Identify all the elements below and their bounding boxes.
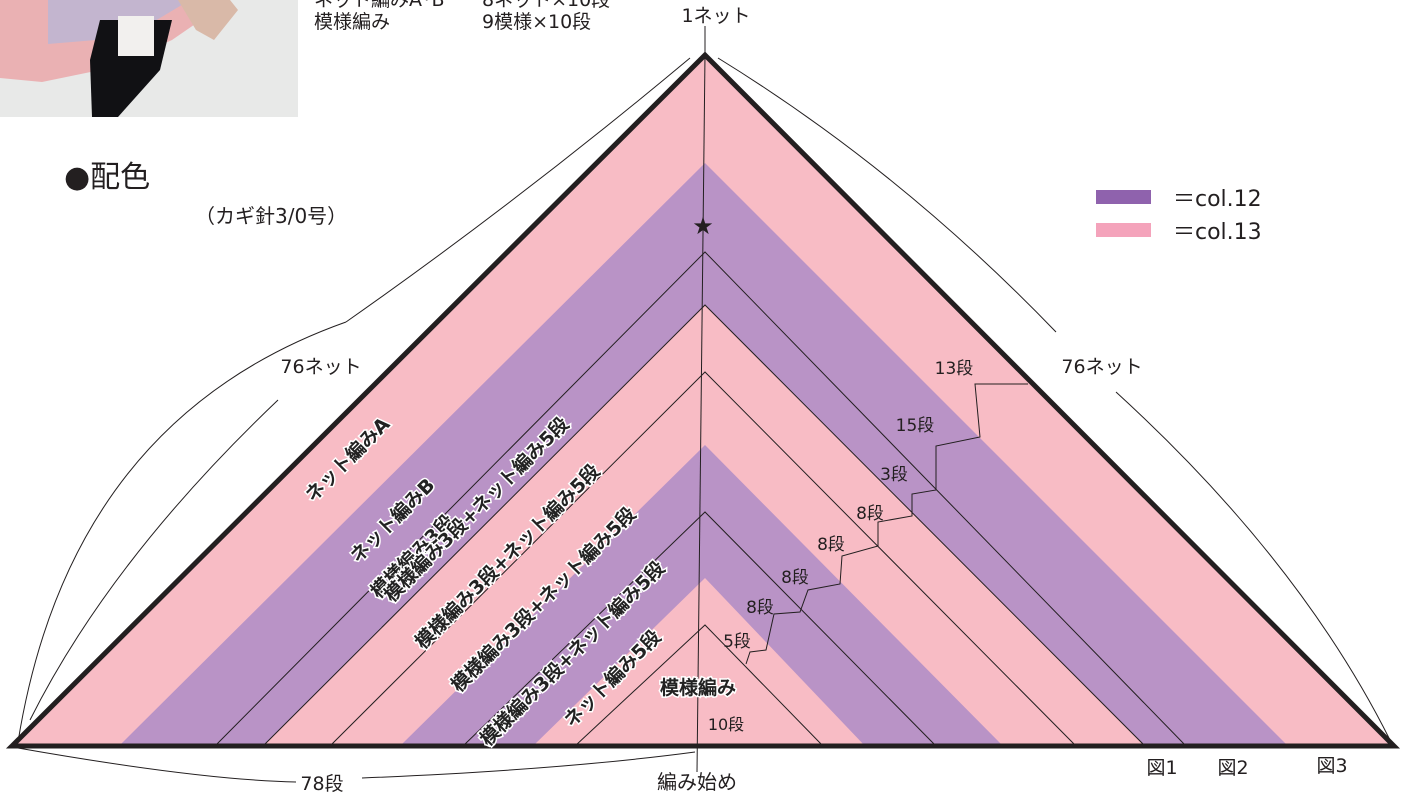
row-count-label: 5段	[723, 632, 751, 652]
legend-label: ＝col.13	[1173, 219, 1262, 245]
gauge-label: 模様編み	[314, 11, 391, 33]
left-arc-upper	[345, 57, 691, 323]
figure-label: 図3	[1316, 755, 1347, 777]
bottom-arc-left	[17, 747, 297, 783]
figure-label: 図1	[1146, 757, 1177, 779]
row-count-label: 8段	[746, 598, 774, 618]
right-side-label: 76ネット	[1061, 356, 1142, 378]
band-pink-4	[575, 625, 823, 746]
legend-item: ＝col.13	[1096, 213, 1262, 246]
left-arc	[17, 321, 347, 743]
figure-labels: 図1 図2 図3	[1146, 755, 1347, 779]
row-count-label: 3段	[880, 465, 908, 485]
gauge-label: ネット編みA･B	[314, 0, 445, 11]
center-line	[696, 54, 706, 773]
band-lines	[214, 251, 1187, 747]
left-side-label: 76ネット	[280, 356, 361, 378]
row-count-label: 8段	[817, 535, 845, 555]
bottom-arc-right	[361, 751, 696, 779]
star-mark: ★	[692, 212, 714, 240]
shawl-photo	[0, 0, 298, 117]
legend-swatch-col12	[1096, 189, 1151, 204]
start-label: 編み始め	[657, 770, 737, 794]
center-pattern-label: 模様編み	[660, 676, 736, 699]
legend-swatch-col13	[1096, 222, 1151, 237]
bottom-length-label: 78段	[300, 773, 343, 795]
gauge-value: 8ネット×10段	[482, 0, 611, 11]
figure-label: 図2	[1217, 757, 1248, 779]
gauge-row: 模様編み 9模様×10段	[314, 11, 610, 33]
center-rows-label: 10段	[708, 715, 744, 734]
row-count-label: 8段	[856, 504, 884, 524]
row-counts: 13段 15段 3段 8段 8段 8段 8段 5段	[723, 359, 973, 652]
legend-label: ＝col.12	[1173, 186, 1262, 212]
gauge-value: 9模様×10段	[482, 11, 592, 33]
triangle-outline	[5, 51, 1401, 749]
row-step-line	[745, 383, 1028, 665]
color-scheme-title: ●配色	[64, 160, 151, 195]
row-count-label: 15段	[896, 416, 935, 436]
gauge-info: ネット編みA･B 8ネット×10段 模様編み 9模様×10段	[314, 0, 610, 33]
shawl-photo-illustration	[0, 0, 298, 117]
right-arc-upper	[717, 57, 1057, 333]
left-arc-lower	[29, 399, 279, 721]
legend-item: ＝col.12	[1096, 180, 1262, 213]
hook-size: （カギ針3/0号）	[195, 204, 348, 228]
gauge-row: ネット編みA･B 8ネット×10段	[314, 0, 610, 11]
right-arc-lower	[1115, 391, 1391, 741]
row-count-label: 8段	[781, 568, 809, 588]
color-legend: ＝col.12 ＝col.13	[1096, 180, 1262, 246]
row-count-label: 13段	[935, 359, 974, 379]
top-label: 1ネット	[681, 5, 750, 27]
